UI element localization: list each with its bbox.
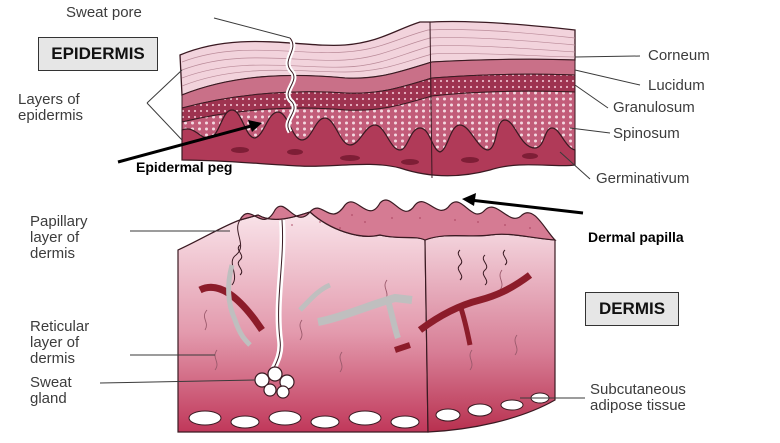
epidermal-peg-label: Epidermal peg [136,159,233,175]
light-vessels [226,264,413,347]
spinosum-label: Spinosum [613,125,680,142]
dermis-title: DERMIS [598,299,666,318]
sweat-gland-leader [99,379,256,384]
epidermis-title: EPIDERMIS [51,44,145,63]
sweat-pore-leader [213,17,291,39]
epidermal-peg-arrow [117,123,256,164]
papilla-capillaries [237,244,508,286]
corneum-leader [574,55,641,58]
sweat-pore-outline [287,37,295,133]
papilla-edge [231,219,242,286]
collagen-fibers [203,269,518,373]
dermal-papilla-arrow [469,198,584,215]
granulosum-leader [574,84,609,109]
sweat-gland-label: Sweat gland [30,374,72,407]
basal-cells [231,147,538,165]
spinosum-leader [569,127,611,134]
leader-lines [99,17,641,399]
dermis-title-box: DERMIS [585,292,679,326]
dermal-papilla-label: Dermal papilla [588,229,684,245]
reticular-layer-label: Reticular layer of dermis [30,318,90,367]
epidermis-title-box: EPIDERMIS [38,37,158,71]
layers-of-epidermis-label: Layers of epidermis [18,91,84,124]
granulosum-label: Granulosum [613,99,695,116]
corneum-lines [181,29,576,87]
sweat-gland-duct-outline [271,219,284,373]
papillae-texture [279,214,531,229]
adipose-cells [188,392,550,429]
epidermal-peg-arrowhead [248,120,262,132]
subcutaneous-label: Subcutaneous adipose tissue [590,381,686,414]
layers-brace-bottom [146,102,183,141]
layers-brace-top [146,69,183,104]
germinativum-leader [559,151,591,180]
sweat-pore-label: Sweat pore [66,4,142,21]
epidermis-block [179,20,576,179]
corneum-label: Corneum [648,47,710,64]
dermal-papillae [238,199,557,241]
lucidum-label: Lucidum [648,77,705,94]
lucidum-leader [574,69,641,86]
dermis-block [177,199,557,433]
papillary-layer-label: Papillary layer of dermis [30,213,88,262]
blood-vessels [198,272,533,353]
pointer-arrows [117,120,584,215]
epidermis-edge [429,21,433,179]
germinativum-label: Germinativum [596,170,690,187]
dermal-papilla-arrowhead [462,193,476,206]
